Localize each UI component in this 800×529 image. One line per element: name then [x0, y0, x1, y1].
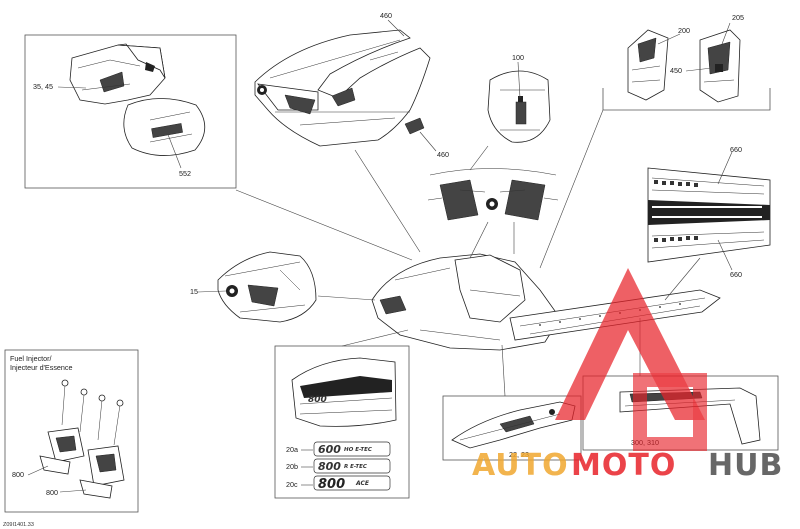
callout-460-top: 460: [380, 11, 392, 20]
hood-drawing: [254, 29, 431, 147]
watermark-hub: HUB: [708, 448, 783, 483]
callout-660-top: 660: [730, 145, 742, 154]
nose-detail-drawing: [217, 251, 317, 323]
front-bumper-drawing: [451, 401, 576, 449]
svg-text:R E-TEC: R E-TEC: [344, 464, 367, 470]
callout-200: 200: [678, 26, 690, 35]
tunnel-decal-drawing: [647, 167, 771, 263]
fuel-injector-title-en: Fuel Injector/: [10, 354, 52, 363]
inset-frame-side-panel: [24, 34, 237, 189]
callout-450: 450: [670, 66, 682, 75]
inset-frame-fuel-injector: [4, 349, 139, 513]
fuel-injector-title-fr: Injecteur d'Essence: [10, 363, 73, 372]
decal-20a: 600 HO E-TEC: [313, 441, 391, 457]
decal-20c: 800 ACE: [313, 475, 391, 492]
watermark-auto: AUTO: [472, 448, 569, 483]
footrest-panels-drawing: [627, 29, 741, 103]
callout-660-bottom: 660: [730, 270, 742, 279]
inset-frame-front-bumper: [442, 395, 582, 461]
front-fascia-detail: [425, 168, 560, 222]
callout-800-a: 800: [12, 470, 24, 479]
svg-text:800: 800: [308, 395, 327, 405]
svg-text:HO E-TEC: HO E-TEC: [344, 447, 372, 453]
fuel-injector-drawing: [39, 379, 125, 499]
drawing-id: Z09I1401.33: [3, 522, 34, 528]
callout-100: 100: [512, 53, 524, 62]
svg-text:600: 600: [318, 443, 341, 456]
callout-552: 552: [179, 169, 191, 178]
callout-22-23: 22, 23: [509, 450, 529, 459]
svg-text:ACE: ACE: [355, 480, 370, 487]
callout-460-bottom: 460: [437, 150, 449, 159]
callout-205: 205: [732, 13, 744, 22]
watermark-moto: MOTO: [571, 448, 676, 483]
side-panel-drawing: [69, 43, 206, 156]
console-detail-drawing: [487, 70, 551, 143]
decal-20b: 800 R E-TEC: [313, 458, 391, 474]
callout-20c: 20c: [286, 480, 298, 489]
callout-35-45: 35, 45: [33, 82, 53, 91]
svg-text:800: 800: [318, 477, 345, 492]
callout-20b: 20b: [286, 462, 298, 471]
side-decal-drawing: 800: [291, 357, 397, 427]
callout-800-b: 800: [46, 488, 58, 497]
svg-text:800: 800: [318, 460, 341, 473]
callout-15: 15: [190, 287, 198, 296]
sled-body-drawing: [371, 253, 721, 351]
callout-20a: 20a: [286, 445, 298, 454]
automotohub-watermark: AUTO MOTO HUB: [472, 268, 783, 483]
inset-frame-footrests: [602, 88, 771, 111]
